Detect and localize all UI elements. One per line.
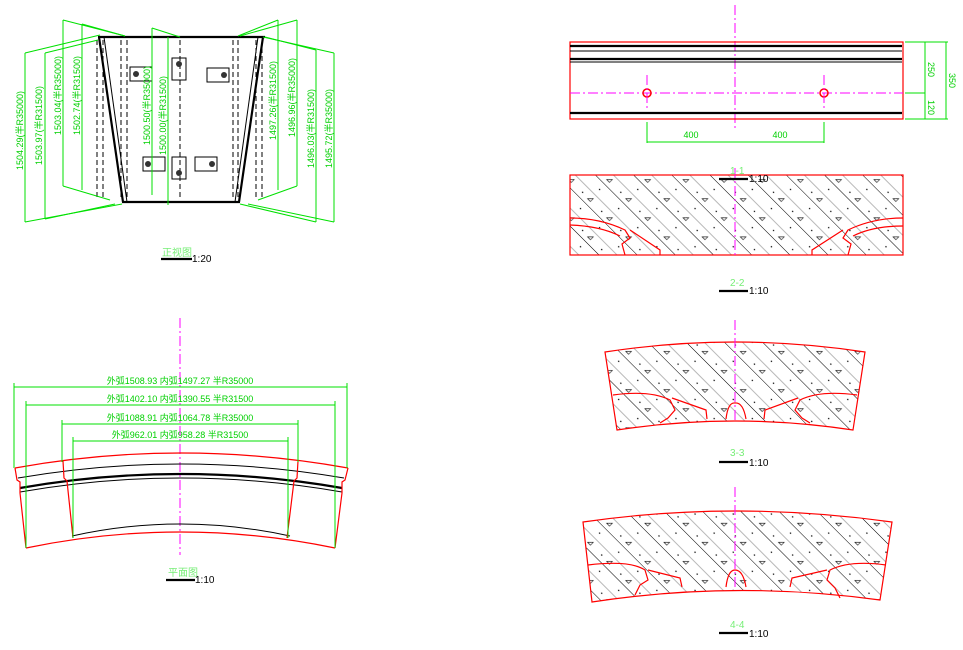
anchor xyxy=(142,156,166,172)
dim-label: 400 xyxy=(772,130,787,140)
dim-label: 1503.04(半R35000) xyxy=(52,56,63,135)
left-side-inner xyxy=(103,36,128,203)
section-scale: 1:10 xyxy=(749,286,769,297)
dim-label: 外弧962.01 内弧958.28 半R31500 xyxy=(112,429,249,440)
view-scale: 1:20 xyxy=(192,254,212,265)
plan-dimensions xyxy=(13,383,348,548)
section-1-1: 1-1 1:10 xyxy=(569,166,904,258)
dim-label: 1500.00(半R31500) xyxy=(157,76,168,155)
section-body xyxy=(569,174,904,256)
dim-label: 250 xyxy=(926,62,936,77)
dim-label: 400 xyxy=(683,130,698,140)
front-view: 1504.29(半R35000) 1503.97(半R31500) 1503.0… xyxy=(14,19,335,265)
dim-label: 1503.97(半R31500) xyxy=(33,86,44,165)
outline xyxy=(569,41,904,120)
dim-label: 1496.96(半R35000) xyxy=(286,58,297,137)
dim-label: 1502.74(半R31500) xyxy=(71,56,82,135)
section-scale: 1:10 xyxy=(749,458,769,469)
bolt-anchors xyxy=(129,57,230,180)
anchor xyxy=(171,57,187,81)
right-edge xyxy=(334,467,349,549)
section-scale: 1:10 xyxy=(749,174,769,185)
anchor xyxy=(171,156,187,180)
section-title: 3-3 xyxy=(730,448,745,459)
view-title: 正视图 xyxy=(162,246,192,259)
front-dimensions xyxy=(24,19,335,223)
anchor xyxy=(194,156,218,172)
inner-arc xyxy=(25,531,336,549)
dim-label: 350 xyxy=(947,73,957,88)
view-title: 平面图 xyxy=(168,567,198,579)
plan-view: 外弧1508.93 内弧1497.27 半R35000 外弧1402.10 内弧… xyxy=(13,318,349,586)
section-2-2: 2-2 1:10 xyxy=(719,278,769,297)
left-edge xyxy=(14,467,27,549)
anchor xyxy=(206,67,230,83)
right-side-inner xyxy=(234,36,259,203)
section-body xyxy=(604,341,866,431)
dim-label: 1504.29(半R35000) xyxy=(14,91,25,170)
dim-label: 外弧1508.93 内弧1497.27 半R35000 xyxy=(107,375,254,386)
section-title: 4-4 xyxy=(730,620,745,631)
section-title: 2-2 xyxy=(730,278,745,289)
view-scale: 1:10 xyxy=(195,575,215,586)
left-joint xyxy=(62,460,74,539)
section-body xyxy=(582,510,893,603)
section-title: 1-1 xyxy=(730,166,745,177)
right-side xyxy=(237,36,265,203)
dim-label: 1495.72(半R35000) xyxy=(323,89,334,168)
section-scale: 1:10 xyxy=(749,629,769,640)
dim-label: 120 xyxy=(926,100,936,115)
dim-label: 外弧1088.91 内弧1064.78 半R35000 xyxy=(107,412,254,423)
dim-label: 1497.26(半R31500) xyxy=(267,61,278,140)
dim-label: 1496.03(半R31500) xyxy=(305,89,316,168)
outer-arc xyxy=(14,452,349,469)
right-joint xyxy=(286,460,299,539)
section-4-4: 4-4 1:10 xyxy=(582,487,893,640)
elevation-view: 400 400 250 120 350 xyxy=(569,5,957,143)
dim-label: 外弧1402.10 内弧1390.55 半R31500 xyxy=(107,393,254,404)
section-3-3: 3-3 1:10 xyxy=(604,320,866,469)
dim-label: 1500.50(半R35000) xyxy=(141,66,152,145)
elevation-dimensions xyxy=(646,41,948,143)
